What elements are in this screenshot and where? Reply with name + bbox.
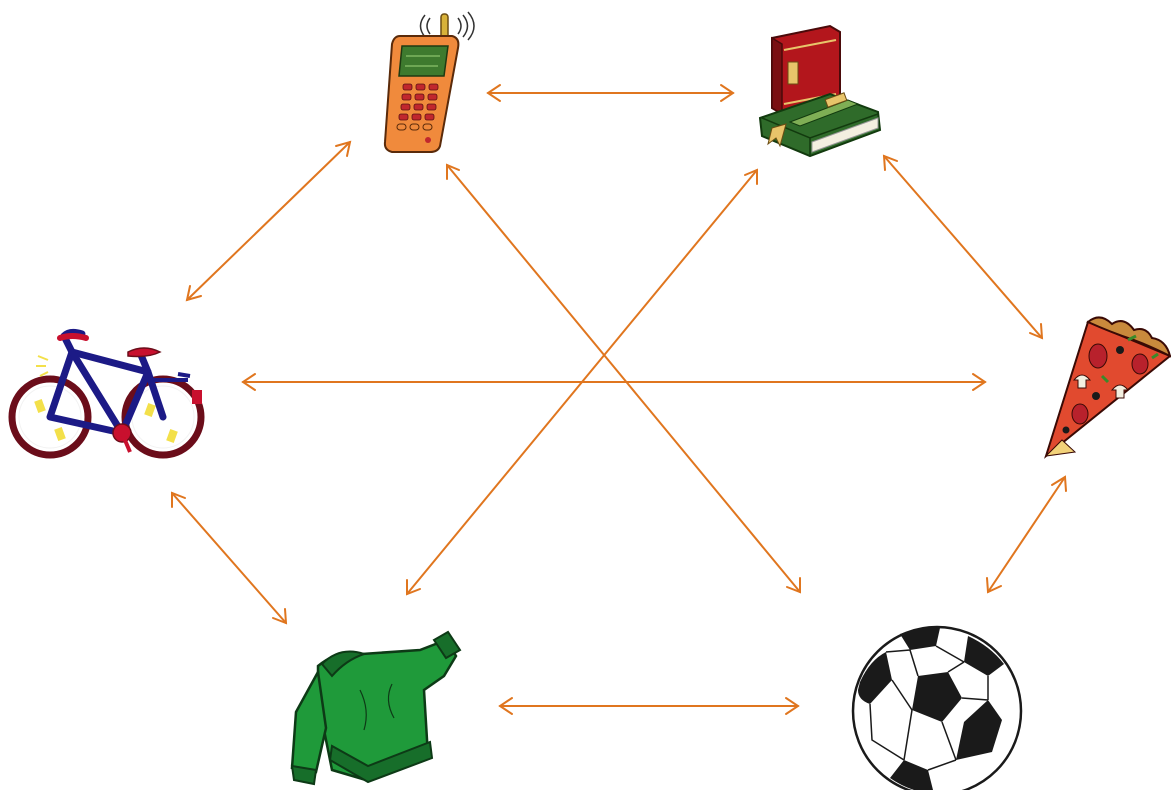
connector-bicycle-pizza [241, 373, 987, 391]
connector-phone-football [446, 163, 801, 594]
connector-phone-books [486, 84, 735, 102]
bicycle-icon [8, 328, 205, 459]
connector-books-pizza [882, 154, 1044, 340]
mobile-phone-icon [383, 11, 475, 153]
connector-phone-bicycle [185, 140, 352, 302]
connector-sweater-football [498, 697, 800, 715]
sweater-icon [290, 630, 462, 786]
connectors [171, 84, 1067, 715]
connector-pizza-football [986, 475, 1067, 594]
connector-bicycle-sweater [171, 491, 288, 625]
soccer-ball-icon [851, 625, 1023, 790]
books-icon [758, 24, 882, 158]
pizza-slice-icon [1044, 316, 1171, 459]
